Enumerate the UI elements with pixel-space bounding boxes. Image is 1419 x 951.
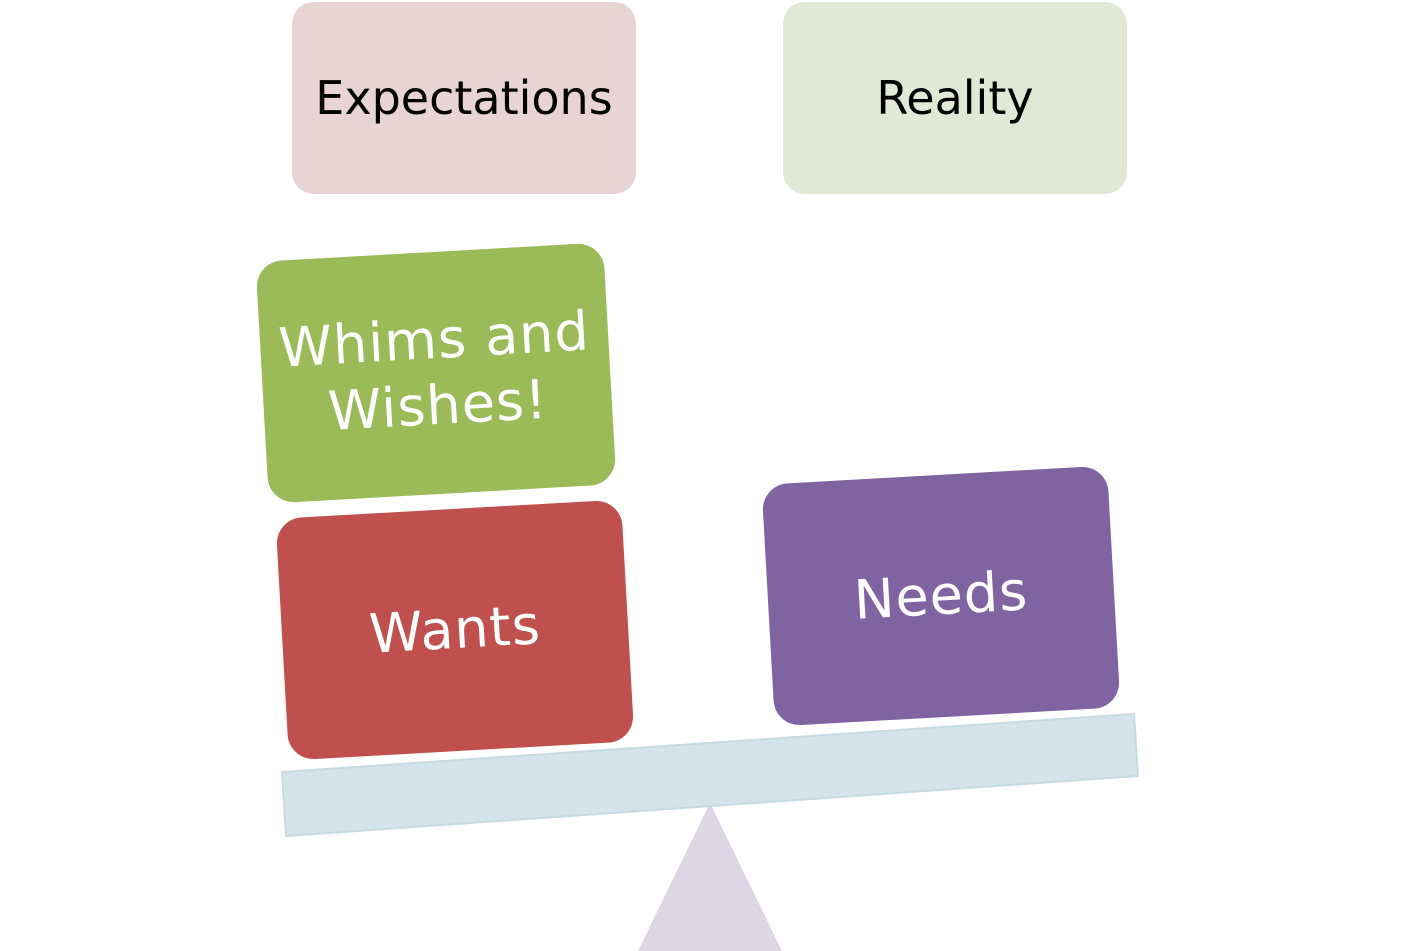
seesaw-fulcrum bbox=[638, 803, 782, 951]
needs-label: Needs bbox=[852, 559, 1030, 632]
wants-label: Wants bbox=[367, 593, 543, 666]
needs-box: Needs bbox=[761, 465, 1121, 727]
reality-box: Reality bbox=[783, 2, 1127, 194]
whims-and-wishes-box: Whims and Wishes! bbox=[255, 242, 617, 504]
wants-box: Wants bbox=[275, 499, 635, 761]
expectations-box: Expectations bbox=[292, 2, 636, 194]
reality-label: Reality bbox=[876, 71, 1034, 125]
expectations-label: Expectations bbox=[315, 71, 613, 125]
whims-and-wishes-label: Whims and Wishes! bbox=[277, 299, 592, 444]
seesaw-plank bbox=[280, 712, 1140, 838]
